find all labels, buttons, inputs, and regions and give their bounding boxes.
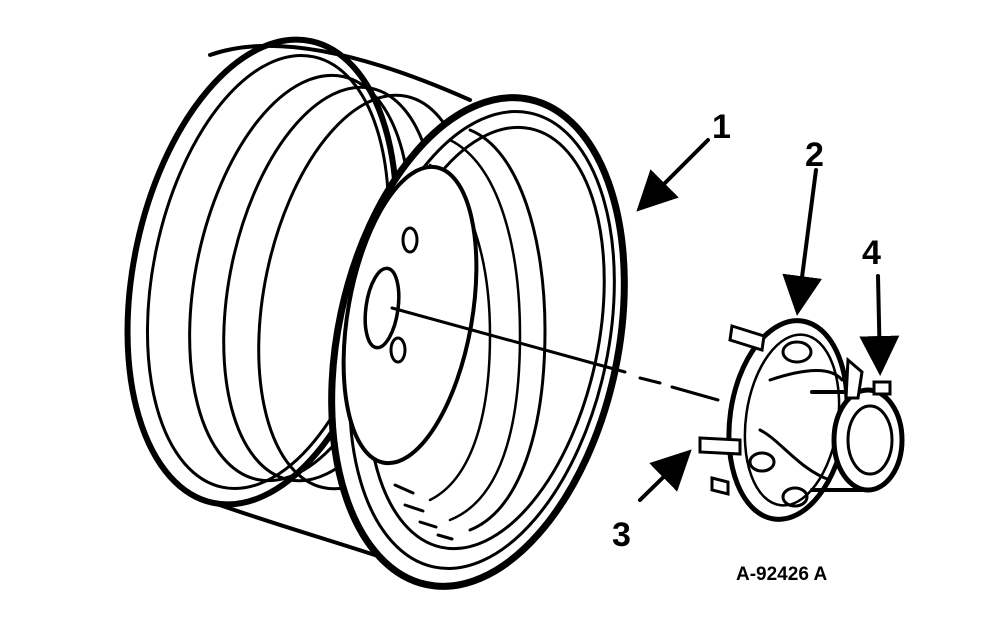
callout-3: 3 [612, 516, 631, 554]
leader-2 [782, 168, 822, 316]
callout-2: 2 [805, 136, 824, 174]
hub [726, 318, 905, 522]
leader-1 [636, 138, 710, 212]
hub-stud-top [728, 324, 766, 352]
rim-interior-line-2 [448, 138, 522, 522]
rim-drum-bottom [198, 496, 392, 562]
rim-bolt-hole-top [401, 226, 419, 254]
rim-interior-line-1 [468, 128, 547, 532]
hub-web-bottom [758, 428, 832, 482]
hub-boss-left [748, 451, 776, 473]
centerline-dash-1 [638, 376, 662, 385]
rim-bolt-hole-bottom [389, 336, 407, 364]
leader-4 [859, 274, 900, 376]
wheel-rim [124, 36, 628, 590]
callout-leaders [636, 138, 900, 502]
hub-boss-top [781, 340, 813, 364]
figure-code: A-92426 A [736, 564, 827, 585]
callout-4: 4 [862, 234, 881, 272]
hub-stud-lower [710, 476, 730, 496]
rim-center-disc [341, 164, 479, 466]
grease-fitting-body [844, 356, 864, 400]
grease-fitting-nipple [872, 380, 892, 396]
wheel-bolt [698, 436, 742, 456]
leader-3 [638, 449, 692, 502]
callout-1: 1 [712, 108, 731, 146]
grease-fitting [844, 356, 892, 400]
rim-flange-shading [393, 483, 454, 541]
hub-studs [698, 324, 766, 496]
hub-web-top [768, 369, 844, 382]
rim-drum-top [208, 43, 472, 102]
hub-barrel-bore [846, 404, 894, 476]
hub-boss-bottom [781, 486, 809, 508]
centerline-segment-2 [670, 385, 720, 402]
centerline-segment-1 [390, 306, 627, 374]
assembly-centerline [390, 306, 720, 402]
